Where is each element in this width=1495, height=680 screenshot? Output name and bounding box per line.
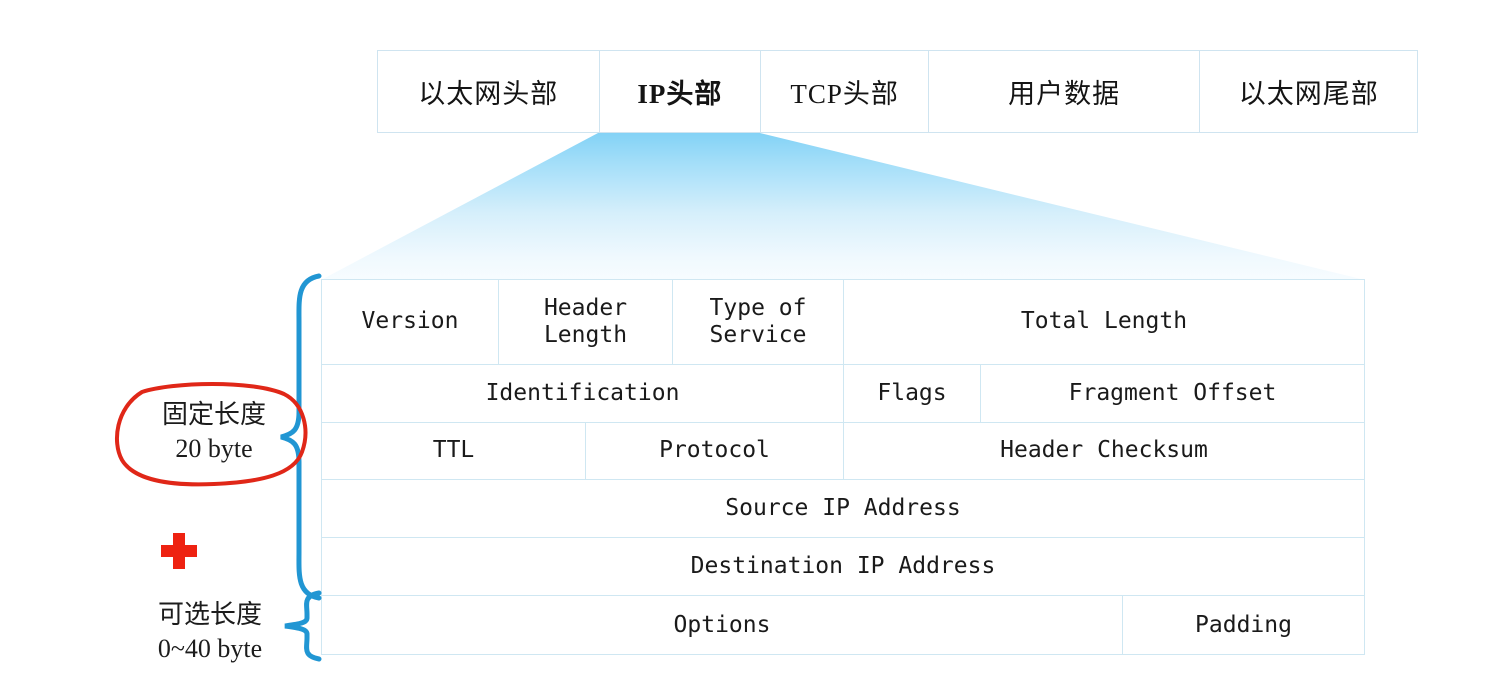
ip-field-cell: Fragment Offset [1068, 379, 1277, 406]
ip-field-cell: Source IP Address [725, 495, 961, 522]
ip-field-cell: Type of Service [673, 280, 844, 364]
zoom-funnel-shape [321, 133, 1365, 280]
ip-field-cell: Destination IP Address [690, 553, 996, 580]
frame-cell-0: 以太网头部 [378, 51, 600, 132]
ip-header-row: Options Padding [322, 596, 1364, 654]
frame-cell-2: TCP头部 [761, 51, 929, 132]
ip-field-cell: Header Length [499, 280, 673, 364]
ip-field-cell: Header Checksum [1000, 437, 1208, 464]
ip-field-cell: Version [322, 280, 499, 364]
ip-field-cell: Protocol [586, 422, 844, 480]
ip-field-cell: Total Length [1020, 308, 1188, 335]
frame-cell-4: 以太网尾部 [1238, 79, 1379, 109]
fixed-length-label: 固定长度 20 byte [161, 400, 266, 463]
ip-field-cell: Options [322, 596, 1123, 654]
ip-field-cell: Identification [322, 364, 844, 422]
ip-field-cell: Padding [1195, 611, 1292, 638]
optional-length-label: 可选长度 0~40 byte [157, 600, 263, 663]
red-cross-icon [161, 533, 197, 569]
ip-field-cell: Flags [844, 364, 981, 422]
frame-cell-3: 用户数据 [929, 51, 1201, 132]
ip-header-row: Source IP Address [322, 480, 1364, 539]
ip-field-cell: TTL [322, 422, 586, 480]
frame-cell-1: IP头部 [600, 51, 762, 132]
ip-header-row: Destination IP Address [322, 538, 1364, 597]
